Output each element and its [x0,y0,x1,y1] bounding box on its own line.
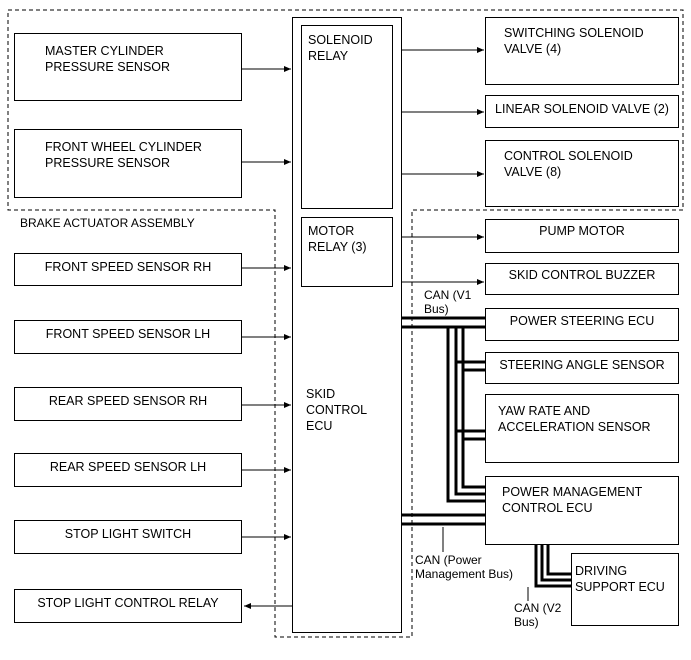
skid-control-buzzer-label: SKID CONTROL BUZZER [508,268,656,282]
can-v1-bus-label: CAN (V1 Bus) [424,288,472,316]
master-cylinder-pressure-sensor: MASTER CYLINDER PRESSURE SENSOR [14,33,242,101]
skid-control-ecu-label: SKID CONTROL ECU [306,387,368,433]
stop-light-switch: STOP LIGHT SWITCH [14,520,242,554]
pump-motor-label: PUMP MOTOR [539,224,625,238]
switching-solenoid-label: SWITCHING SOLENOID VALVE (4) [504,26,644,56]
rear-speed-rh-label: REAR SPEED SENSOR RH [48,394,208,408]
power-steering-ecu: POWER STEERING ECU [485,308,679,341]
front-wheel-cylinder-label: FRONT WHEEL CYLINDER PRESSURE SENSOR [45,140,202,170]
can-power-management-bus-label: CAN (Power Management Bus) [415,553,514,581]
can-v2-bus-label: CAN (V2 Bus) [514,601,562,629]
front-speed-rh-label: FRONT SPEED SENSOR RH [44,260,212,274]
driving-support-ecu-label: DRIVING SUPPORT ECU [575,564,665,594]
wire-skid-buzzer [400,264,484,285]
control-solenoid-valve: CONTROL SOLENOID VALVE (8) [485,140,679,207]
stop-light-control-relay: STOP LIGHT CONTROL RELAY [14,589,242,623]
front-wheel-cylinder-pressure-sensor: FRONT WHEEL CYLINDER PRESSURE SENSOR [14,129,242,198]
master-cylinder-label: MASTER CYLINDER PRESSURE SENSOR [45,44,171,74]
stop-light-switch-label: STOP LIGHT SWITCH [64,527,192,541]
solenoid-relay: SOLENOID RELAY [301,25,393,209]
motor-relay-label: MOTOR RELAY (3) [308,224,367,254]
rear-speed-sensor-rh: REAR SPEED SENSOR RH [14,387,242,421]
power-management-control-ecu: POWER MANAGEMENT CONTROL ECU [485,476,679,545]
rear-speed-sensor-lh: REAR SPEED SENSOR LH [14,453,242,487]
driving-support-ecu: DRIVING SUPPORT ECU [571,553,679,626]
assembly-label: BRAKE ACTUATOR ASSEMBLY [20,216,195,230]
front-speed-sensor-lh: FRONT SPEED SENSOR LH [14,320,242,354]
rear-speed-lh-label: REAR SPEED SENSOR LH [49,460,207,474]
linear-solenoid-label: LINEAR SOLENOID VALVE (2) [495,102,669,116]
power-management-ecu-label: POWER MANAGEMENT CONTROL ECU [502,485,643,515]
motor-relay: MOTOR RELAY (3) [301,217,393,287]
power-steering-ecu-label: POWER STEERING ECU [509,314,655,328]
stop-light-relay-label: STOP LIGHT CONTROL RELAY [37,596,219,610]
yaw-rate-acceleration-sensor: YAW RATE AND ACCELERATION SENSOR [485,394,679,463]
steering-angle-sensor-label: STEERING ANGLE SENSOR [499,358,665,372]
solenoid-relay-label: SOLENOID RELAY [308,33,373,63]
linear-solenoid-valve: LINEAR SOLENOID VALVE (2) [485,95,679,128]
steering-angle-sensor: STEERING ANGLE SENSOR [485,352,679,384]
pump-motor: PUMP MOTOR [485,219,679,253]
front-speed-sensor-rh: FRONT SPEED SENSOR RH [14,253,242,286]
front-speed-lh-label: FRONT SPEED SENSOR LH [45,327,211,341]
control-solenoid-label: CONTROL SOLENOID VALVE (8) [504,149,633,179]
skid-control-buzzer: SKID CONTROL BUZZER [485,263,679,295]
switching-solenoid-valve: SWITCHING SOLENOID VALVE (4) [485,17,679,85]
yaw-rate-sensor-label: YAW RATE AND ACCELERATION SENSOR [498,404,651,434]
